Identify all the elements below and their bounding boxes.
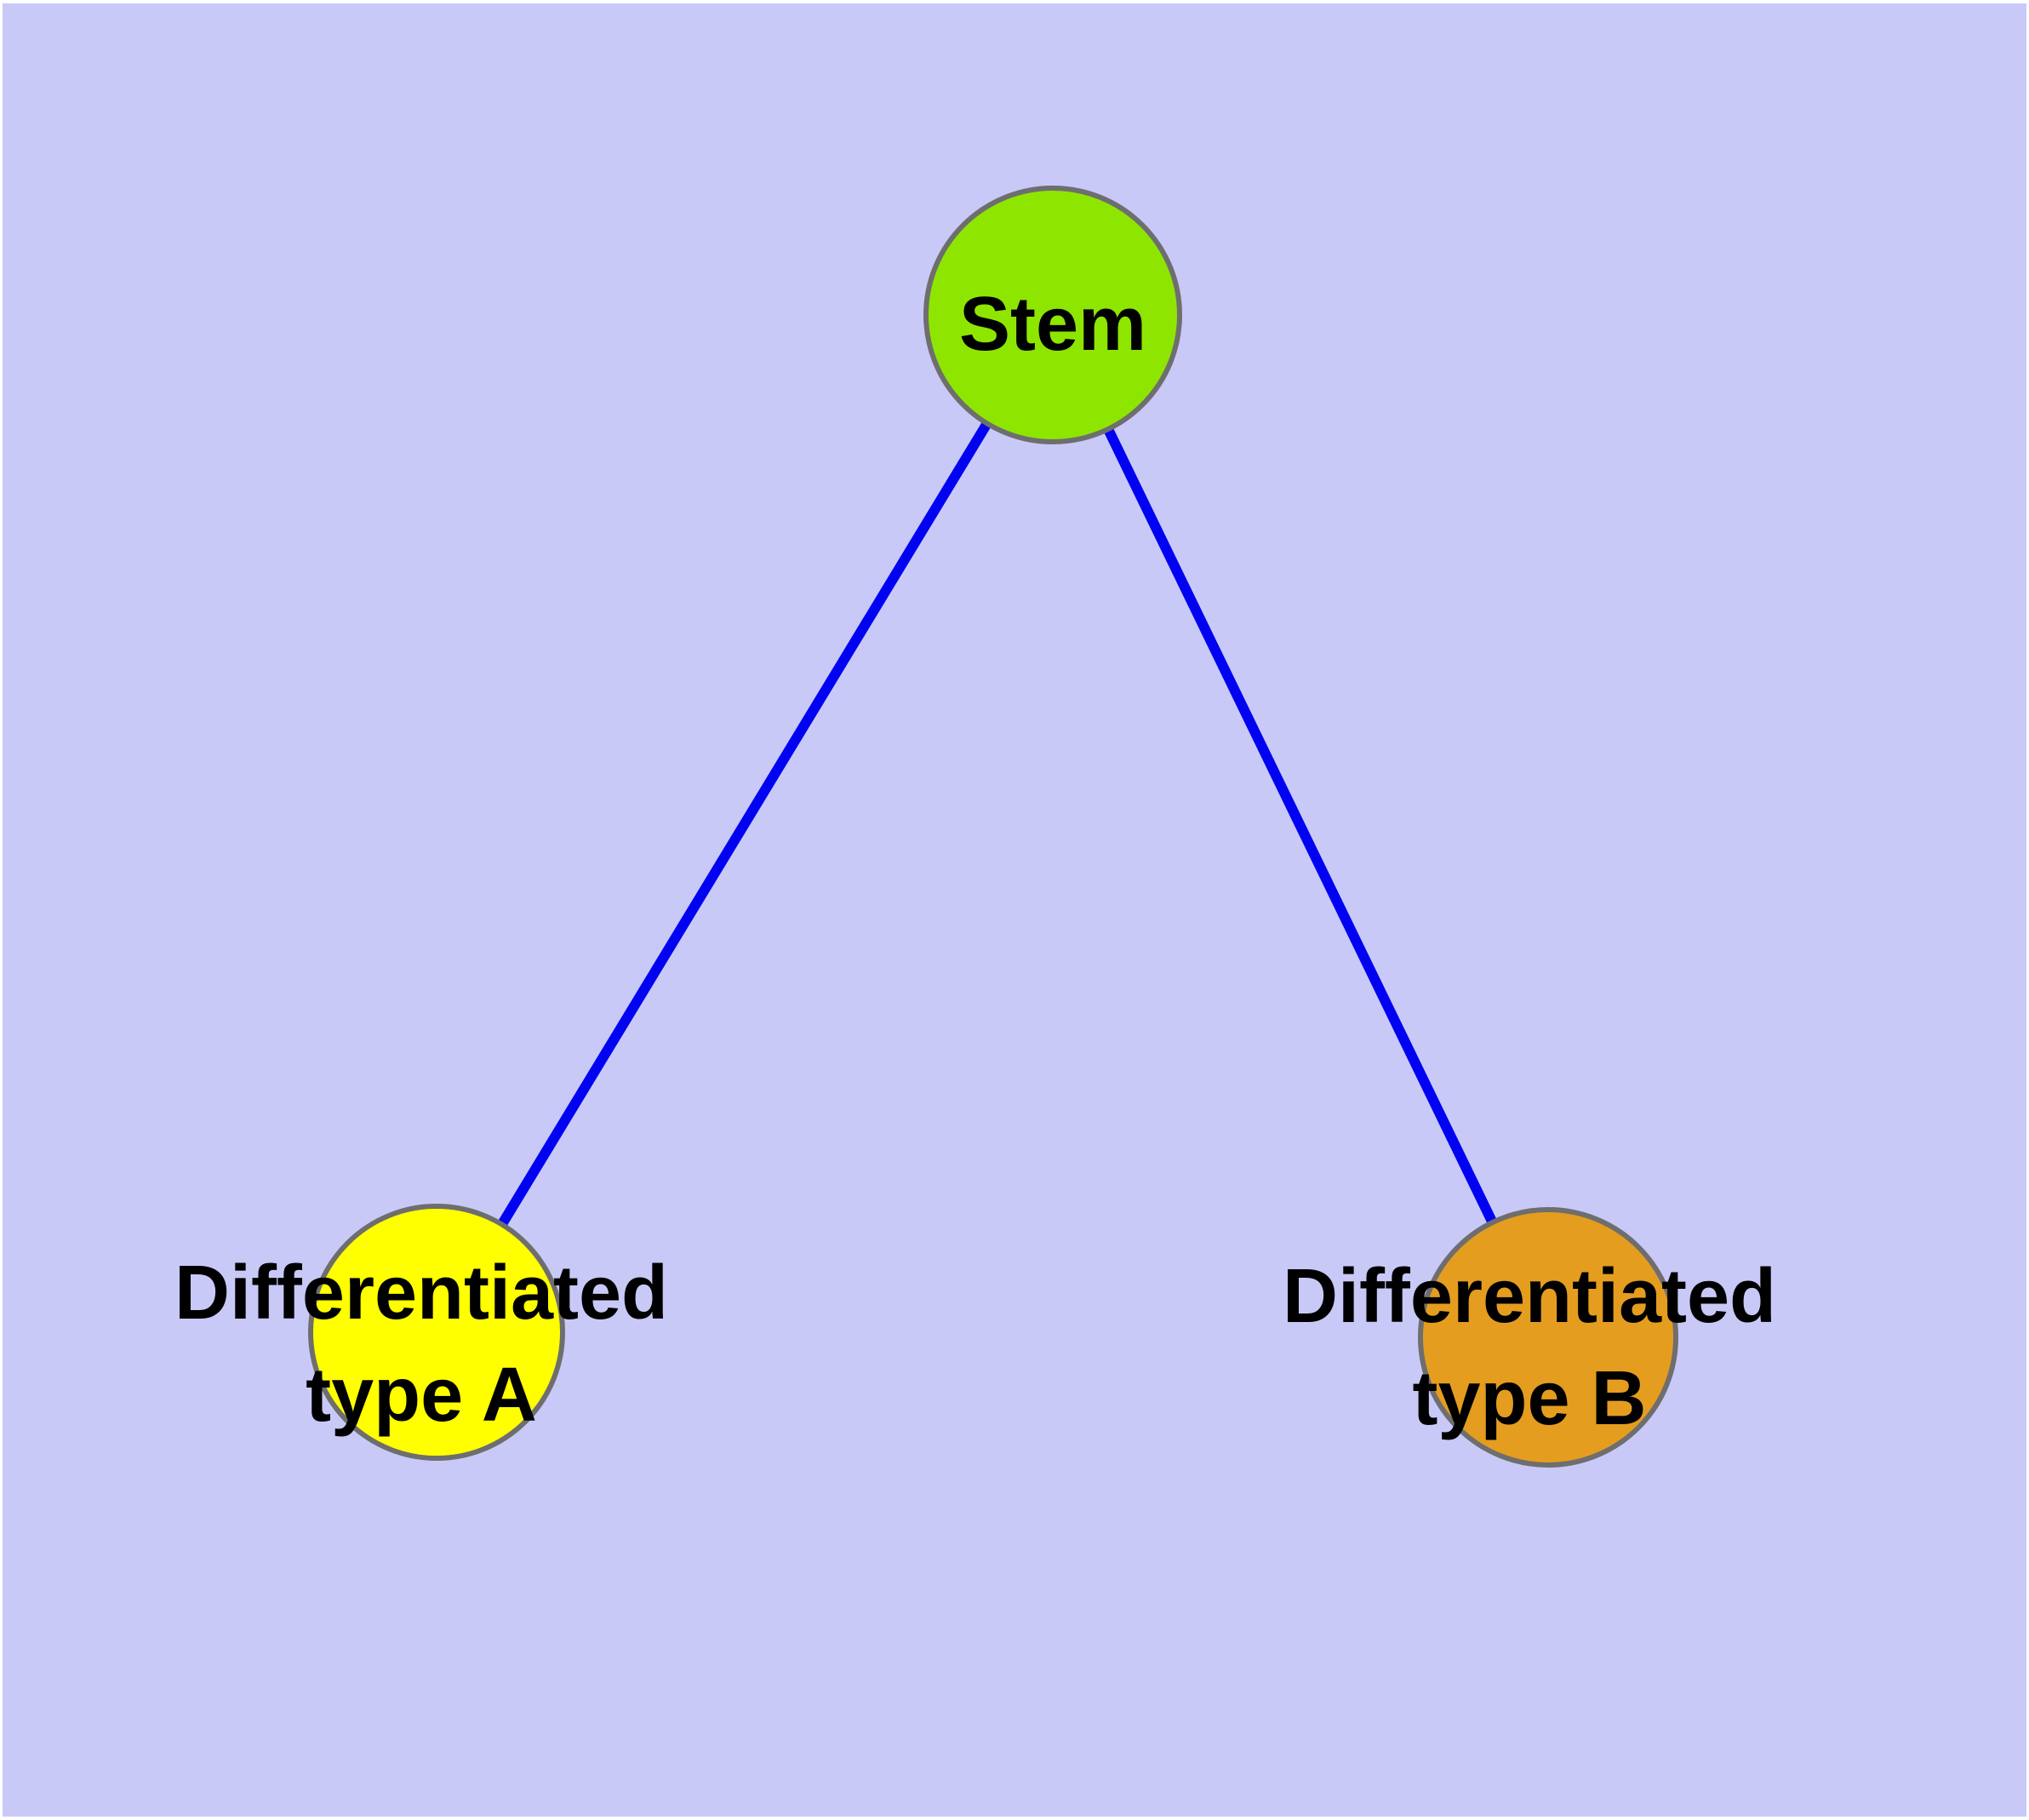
node-stem (923, 186, 1182, 444)
node-differentiated-type-a (308, 1204, 565, 1461)
node-label-stem: Stem (959, 282, 1146, 367)
node-label-type-b-line2: type B (1412, 1356, 1646, 1441)
node-label-type-a-line2: type A (306, 1353, 537, 1438)
edge-stem-to-type-a (432, 312, 1058, 1336)
edge-stem-to-type-b (1048, 312, 1553, 1340)
node-label-type-b-line1: Differentiated (1283, 1254, 1776, 1339)
node-differentiated-type-b (1418, 1207, 1678, 1468)
node-label-type-a-line1: Differentiated (174, 1251, 668, 1336)
